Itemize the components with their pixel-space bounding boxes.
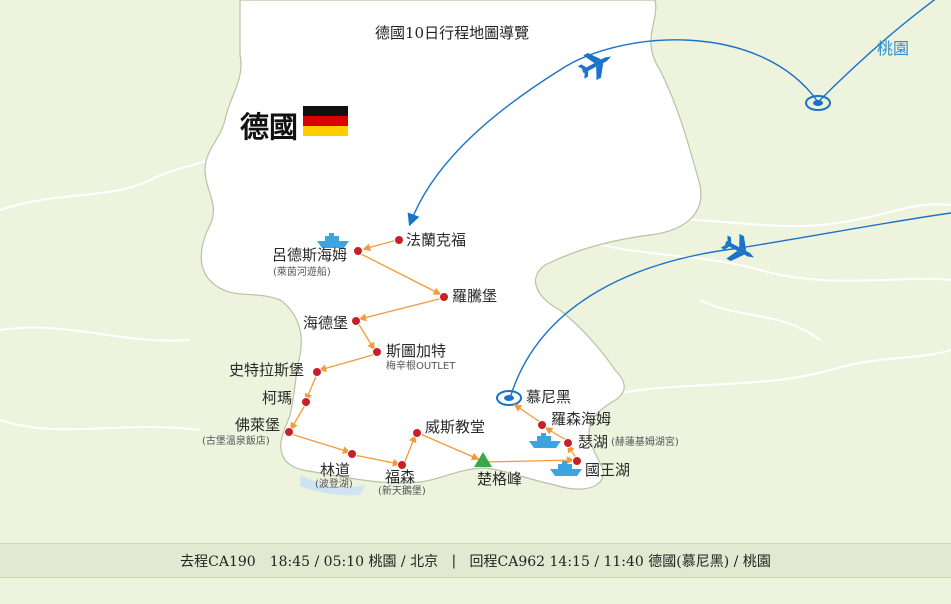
footer-divider bbox=[438, 553, 451, 569]
city-label-rothenburg: 羅騰堡 bbox=[452, 287, 498, 305]
city-label-wieskirche: 威斯教堂 bbox=[425, 418, 486, 436]
mountain-peak-icon bbox=[474, 452, 492, 467]
itinerary-route bbox=[290, 239, 577, 467]
city-note-freiburg: (古堡溫泉飯店) bbox=[202, 436, 270, 447]
lake-constance bbox=[300, 475, 365, 496]
city-dot-konigssee bbox=[572, 456, 582, 466]
ship-icon bbox=[529, 433, 561, 448]
footer-divider-symbol: | bbox=[451, 552, 457, 569]
ship-icon bbox=[550, 461, 582, 476]
city-label-freiburg: 佛萊堡 bbox=[235, 416, 281, 434]
city-label-rosenheim: 羅森海姆 bbox=[551, 410, 612, 428]
city-dot-freiburg bbox=[284, 427, 294, 437]
city-label-stuttgart: 斯圖加特 bbox=[386, 342, 447, 360]
city-dot-rothenburg bbox=[439, 292, 449, 302]
airport-marker-icon bbox=[805, 95, 831, 111]
flight-route-to-frankfurt bbox=[407, 39, 819, 227]
airport-marker-icon bbox=[496, 390, 522, 406]
footer-divider bbox=[456, 553, 469, 569]
flight-route-return bbox=[509, 212, 951, 399]
city-dot-fussen bbox=[397, 460, 407, 470]
city-label-zugspitze: 楚格峰 bbox=[477, 470, 523, 488]
ship-icon bbox=[317, 233, 349, 248]
city-label-fussen: 福森 bbox=[385, 468, 416, 486]
map-title: 德國10日行程地圖導覽 bbox=[375, 24, 530, 42]
flight-route-outbound bbox=[817, 0, 936, 103]
city-note-stuttgart: 梅辛根OUTLET bbox=[386, 361, 456, 372]
city-label-konigssee: 國王湖 bbox=[585, 461, 631, 479]
city-label-strasbourg: 史特拉斯堡 bbox=[229, 361, 305, 379]
inbound-flight-info: 回程CA962 14:15 / 11:40 德國(慕尼黑) / 桃園 bbox=[469, 553, 771, 570]
city-dot-strasbourg bbox=[312, 367, 322, 377]
outbound-flight-info: 去程CA190 18:45 / 05:10 桃園 / 北京 bbox=[180, 553, 439, 570]
city-dot-heidelberg bbox=[351, 316, 361, 326]
city-note-chiemsee: (赫蓮基姆湖宮) bbox=[611, 437, 679, 448]
city-label-chiemsee: 瑟湖 bbox=[578, 433, 609, 451]
city-label-rudesheim: 呂德斯海姆 bbox=[272, 246, 348, 264]
city-dot-wieskirche bbox=[412, 428, 422, 438]
flight-info-bar: 去程CA190 18:45 / 05:10 桃園 / 北京 | 回程CA962 … bbox=[0, 543, 951, 578]
city-dot-lindau bbox=[347, 449, 357, 459]
city-dot-rudesheim bbox=[353, 246, 363, 256]
neighbour-borders bbox=[0, 139, 951, 431]
germany-flag-icon bbox=[303, 106, 348, 136]
city-note-fussen: (新天鵝堡) bbox=[378, 486, 426, 497]
city-label-lindau: 林道 bbox=[320, 461, 351, 479]
city-note-lindau: (波登湖) bbox=[315, 479, 353, 490]
city-label-colmar: 柯瑪 bbox=[262, 389, 293, 407]
airplane-icon bbox=[577, 53, 612, 81]
country-name: 德國 bbox=[240, 110, 299, 144]
city-note-rudesheim: (萊茵河遊船) bbox=[273, 267, 331, 278]
city-label-frankfurt: 法蘭克福 bbox=[406, 231, 467, 249]
origin-label: 桃園 bbox=[877, 39, 910, 58]
city-dot-colmar bbox=[301, 397, 311, 407]
city-label-heidelberg: 海德堡 bbox=[303, 314, 349, 332]
airplane-icon bbox=[720, 233, 755, 261]
city-label-munich: 慕尼黑 bbox=[526, 388, 572, 406]
city-dot-stuttgart bbox=[372, 347, 382, 357]
city-dot-frankfurt bbox=[394, 235, 404, 245]
city-dot-chiemsee bbox=[563, 438, 573, 448]
city-dot-rosenheim bbox=[537, 420, 547, 430]
